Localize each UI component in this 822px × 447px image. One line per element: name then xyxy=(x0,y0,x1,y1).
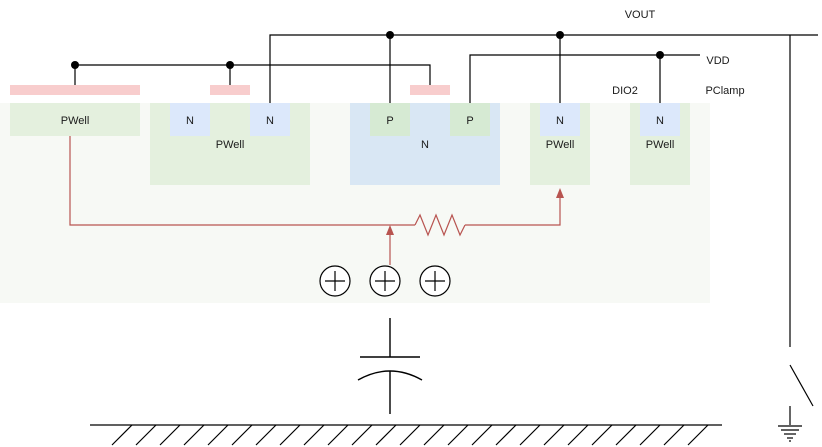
dio2-n-diffusion xyxy=(540,103,580,136)
junction-dot xyxy=(656,51,664,59)
junction-dot xyxy=(386,31,394,39)
resistor-path-left xyxy=(69,136,415,226)
pwell-left-label: PWell xyxy=(61,115,90,127)
junction-dots xyxy=(71,31,664,69)
vout-bus-wire xyxy=(269,34,818,103)
junction-dot xyxy=(71,61,79,69)
switch-icon xyxy=(789,364,814,407)
p-diffusion-left xyxy=(370,103,410,136)
ground-plane xyxy=(90,424,722,446)
gate-mid-right xyxy=(410,85,450,95)
n-diffusion-left-1 xyxy=(170,103,210,136)
pclamp-pwell-label: PWell xyxy=(646,139,675,151)
plus-circle-icon xyxy=(419,265,451,297)
junction-dot xyxy=(226,61,234,69)
plus-circle-icon xyxy=(369,265,401,297)
charge-group xyxy=(319,265,451,297)
dio2-label: DIO2 xyxy=(612,85,638,97)
dio2-n-label: N xyxy=(556,115,564,127)
p-right-label: P xyxy=(466,115,473,127)
gate-bus-wire xyxy=(75,64,431,85)
pwell-mid-label: PWell xyxy=(216,139,245,151)
plus-circle-icon xyxy=(319,265,351,297)
pclamp-n-diffusion xyxy=(640,103,680,136)
n-left-2-label: N xyxy=(266,115,274,127)
ground-icon xyxy=(778,406,802,442)
dio2-pwell-label: PWell xyxy=(546,139,575,151)
vdd-wire xyxy=(469,54,700,103)
switch-blade xyxy=(789,364,814,407)
capacitor-icon xyxy=(357,318,423,414)
p-left-label: P xyxy=(386,115,393,127)
ground-hatch xyxy=(111,424,709,446)
vout-label: VOUT xyxy=(625,9,656,21)
arrow-up-icon xyxy=(386,225,394,235)
pclamp-label: PClamp xyxy=(705,85,744,97)
arrow-up-icon xyxy=(556,188,564,198)
n-diffusion-left-2 xyxy=(250,103,290,136)
resistor-icon xyxy=(414,213,466,237)
p-diffusion-right xyxy=(450,103,490,136)
gate-mid-left xyxy=(210,85,250,95)
n-left-1-label: N xyxy=(186,115,194,127)
pclamp-n-label: N xyxy=(656,115,664,127)
gate-left xyxy=(10,85,140,95)
resistor-path-right xyxy=(465,196,561,226)
nwell-label: N xyxy=(421,139,429,151)
substrate-resistor-path xyxy=(69,136,561,265)
pwell-left-region xyxy=(10,103,140,136)
junction-dot xyxy=(556,31,564,39)
vdd-label: VDD xyxy=(706,55,729,67)
wiring xyxy=(74,34,818,347)
